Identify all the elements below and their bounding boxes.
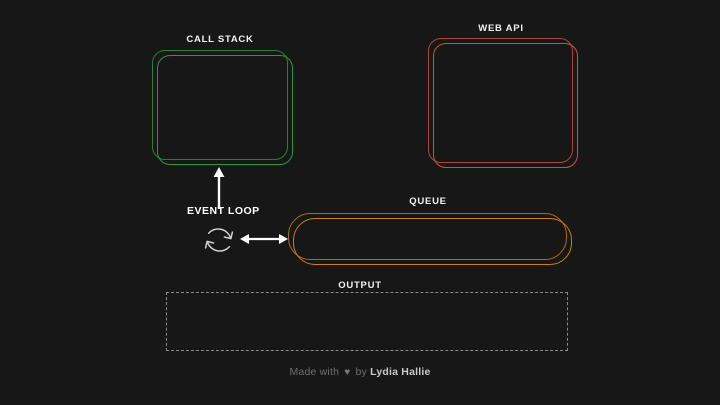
web-api-inner-border: [428, 38, 573, 163]
arrow-up-icon: [207, 167, 231, 209]
queue-label: QUEUE: [409, 196, 447, 207]
call-stack-panel[interactable]: [152, 50, 293, 165]
footer-author[interactable]: Lydia Hallie: [370, 366, 431, 378]
output-panel[interactable]: [166, 292, 568, 351]
footer-credit: Made with ♥ by Lydia Hallie: [0, 366, 720, 378]
footer-middle: by: [355, 366, 368, 378]
event-loop-label: EVENT LOOP: [187, 205, 260, 217]
web-api-panel[interactable]: [428, 38, 578, 168]
call-stack-label: CALL STACK: [186, 34, 254, 45]
footer-prefix: Made with: [289, 366, 340, 378]
call-stack-outer-border: [157, 55, 293, 165]
output-label: OUTPUT: [338, 280, 382, 291]
web-api-outer-border: [433, 43, 578, 168]
queue-inner-border: [288, 213, 567, 260]
arrow-left-right-icon: [240, 228, 288, 250]
queue-panel[interactable]: [288, 213, 572, 265]
call-stack-inner-border: [152, 50, 288, 160]
web-api-label: WEB API: [478, 23, 524, 34]
sync-circular-arrows-icon: [199, 220, 239, 260]
heart-icon: ♥: [344, 367, 351, 378]
